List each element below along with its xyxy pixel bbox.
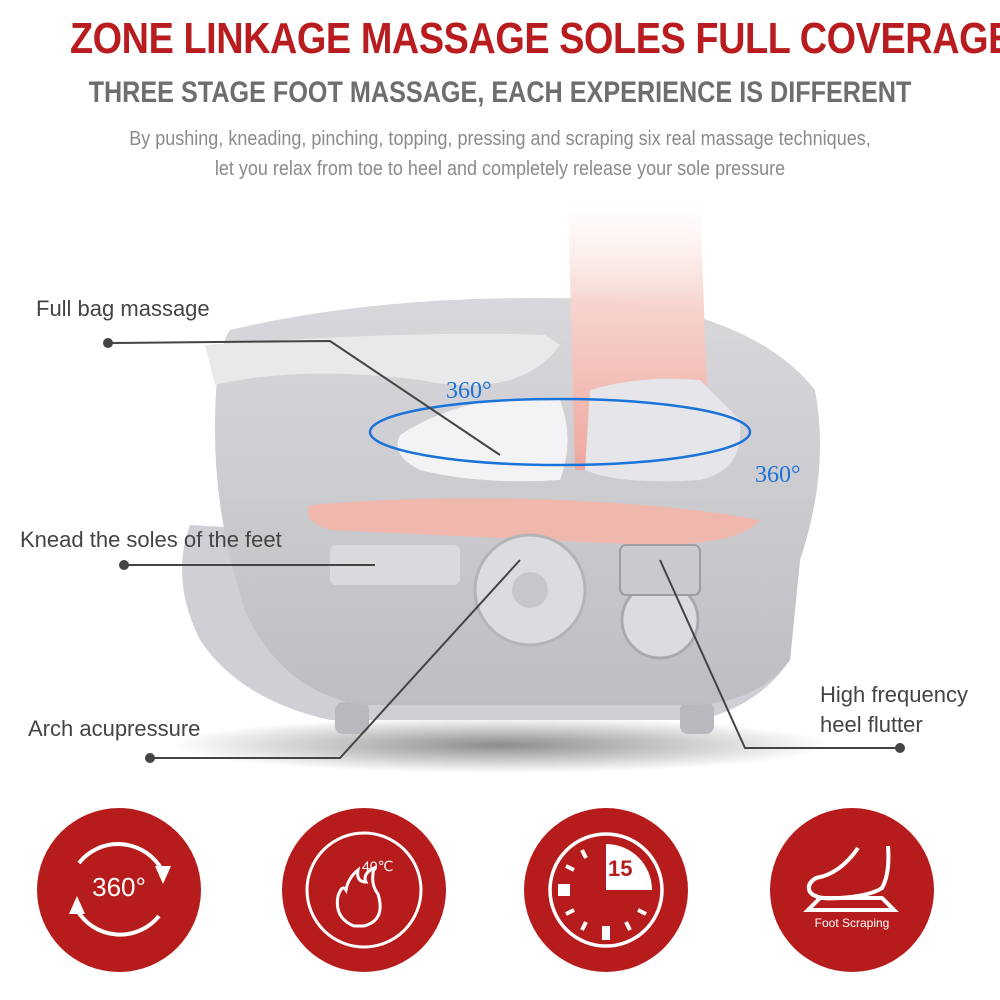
headline: ZONE LINKAGE MASSAGE SOLES FULL COVERAGE bbox=[70, 14, 1000, 63]
subhead: THREE STAGE FOOT MASSAGE, EACH EXPERIENC… bbox=[88, 76, 912, 109]
badge-rotation-label: 360° bbox=[92, 872, 146, 902]
badge-heat-label: 40℃ bbox=[362, 858, 394, 874]
badge-timer: 15 bbox=[524, 808, 688, 972]
badge-foot-scraping-label: Foot Scraping bbox=[814, 916, 890, 930]
rotate-360-icon bbox=[69, 842, 171, 937]
flame-heat-icon bbox=[305, 831, 423, 949]
callout-heel-flutter: High frequency heel flutter bbox=[820, 680, 968, 740]
callout-heel-line-1: High frequency bbox=[820, 682, 968, 707]
badge-foot-scraping: Foot Scraping bbox=[770, 808, 934, 972]
foot-scraping-icon bbox=[803, 845, 899, 912]
rotation-label-right: 360° bbox=[755, 462, 801, 488]
description: By pushing, kneading, pinching, topping,… bbox=[50, 124, 950, 184]
timer-15-icon bbox=[548, 832, 664, 948]
badge-timer-label: 15 bbox=[608, 856, 633, 881]
callout-arch-acupressure: Arch acupressure bbox=[28, 716, 201, 741]
badge-heat: 40℃ bbox=[282, 808, 446, 972]
description-line-1: By pushing, kneading, pinching, topping,… bbox=[129, 128, 871, 150]
badge-rotation: 360° bbox=[37, 808, 201, 972]
rotation-label-top: 360° bbox=[446, 378, 492, 404]
callout-full-bag-massage: Full bag massage bbox=[36, 296, 210, 321]
description-line-2: let you relax from toe to heel and compl… bbox=[214, 158, 786, 180]
feature-badges: 360° 40℃ 15 Foot bbox=[0, 808, 1000, 988]
callout-knead-soles: Knead the soles of the feet bbox=[20, 527, 282, 552]
callout-heel-line-2: heel flutter bbox=[820, 712, 923, 737]
